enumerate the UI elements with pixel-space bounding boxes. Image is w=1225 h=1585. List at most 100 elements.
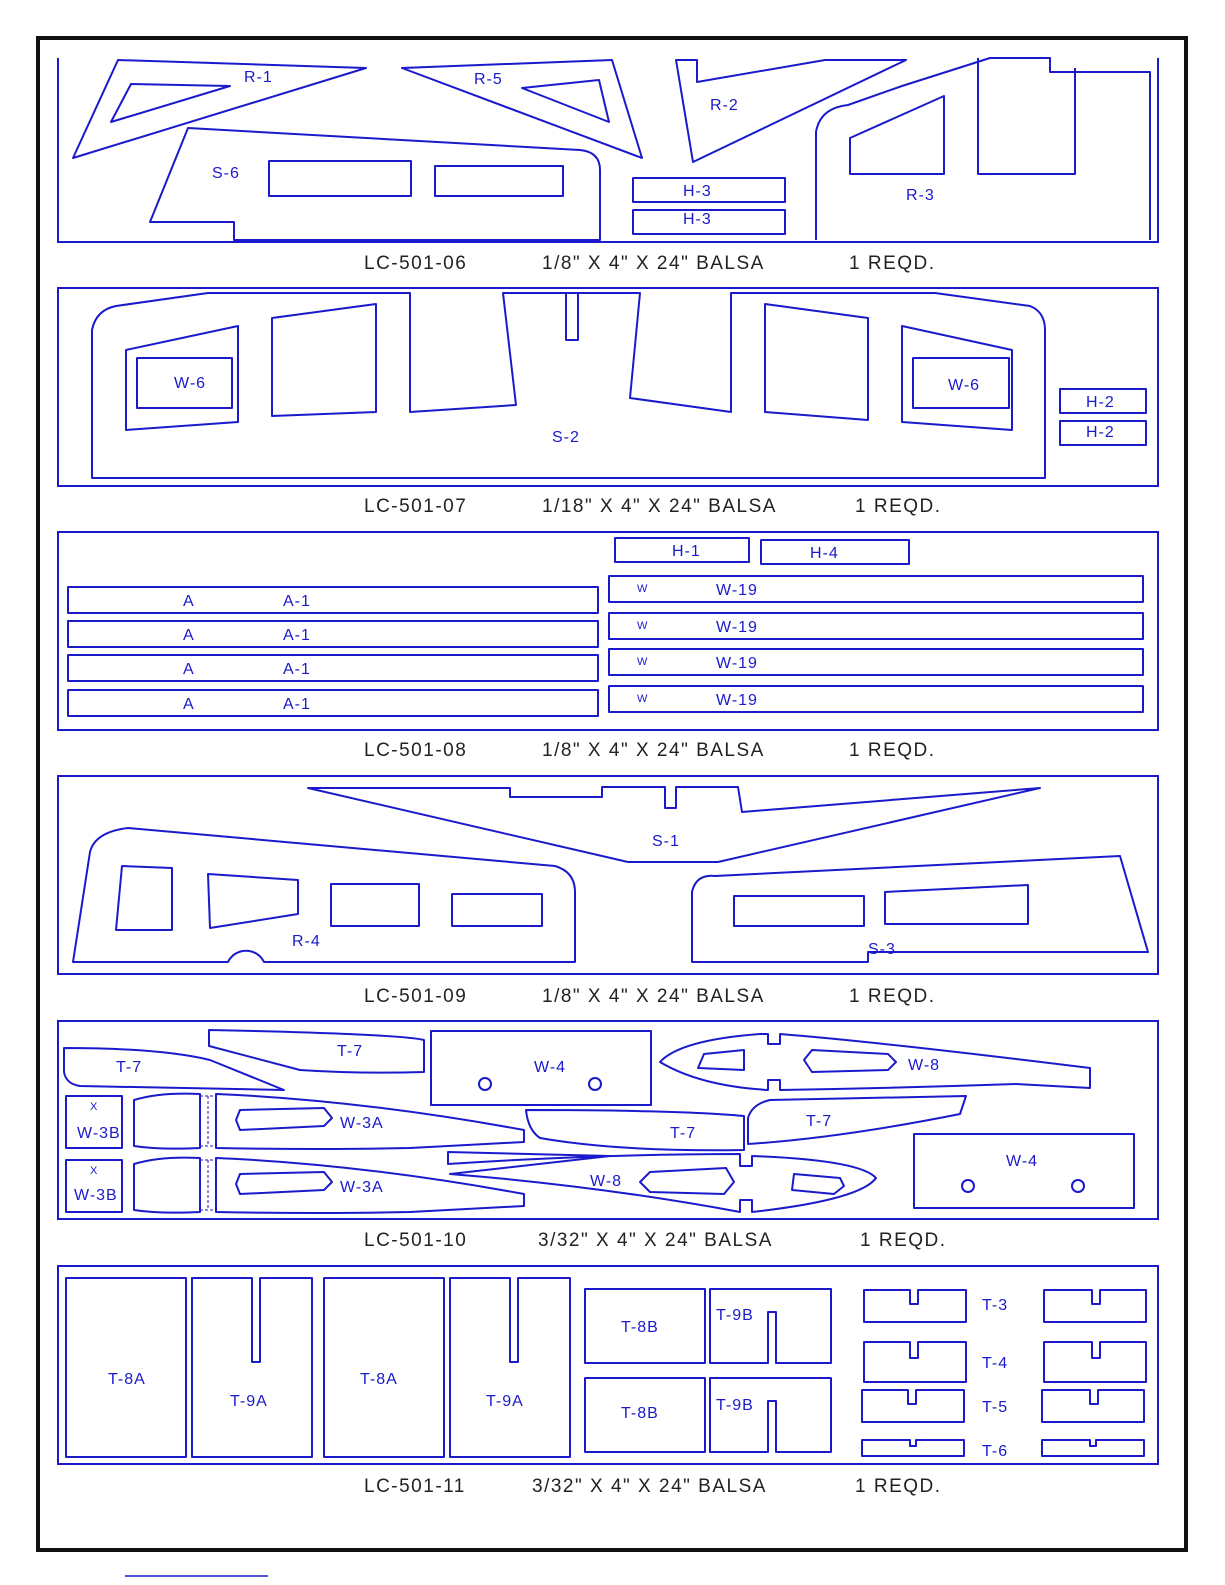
sheet-quantity: 1 REQD. (849, 740, 936, 761)
part-t9a-a (191, 1277, 313, 1458)
part-r5-outer (401, 59, 643, 159)
part-t8b-b-label: T-8B (621, 1405, 659, 1422)
part-w8-a-label: W-8 (908, 1057, 940, 1074)
sheet-lc-501-10: T-7 T-7 T-7 T-7 W-4 W-4 W-8 W-8 X W-3B X… (57, 1020, 1159, 1251)
sheet-material: 3/32" X 4" X 24" BALSA (538, 1230, 773, 1251)
sheet-material: 1/18" X 4" X 24" BALSA (542, 496, 777, 517)
part-t5-label: T-5 (982, 1399, 1008, 1416)
strip-a-1 (67, 586, 599, 614)
strip-a-label: A (183, 593, 195, 610)
part-w8-a-cutout-2 (803, 1049, 897, 1073)
strip-w19-4 (608, 685, 1144, 713)
sheet-quantity: 1 REQD. (855, 496, 942, 517)
part-w4-a-label: W-4 (534, 1059, 566, 1076)
part-t4-b (1043, 1341, 1147, 1383)
part-s3-cutout-2 (884, 884, 1029, 925)
part-r3 (815, 57, 1151, 240)
part-w3b-a-mark: X (90, 1101, 98, 1113)
strip-w-label: W (637, 693, 648, 705)
sheet-lc-501-06: R-1 R-5 S-6 R-2 H-3 H-3 R-3 LC-501-06 1/… (57, 57, 1159, 274)
sheet-code: LC-501-11 (364, 1476, 466, 1497)
sheet-outline (57, 775, 1159, 975)
strip-w19-label: W-19 (716, 692, 758, 709)
part-t6-b (1041, 1439, 1145, 1457)
part-w3b-b-label: W-3B (74, 1187, 118, 1204)
part-w8-b-cutout-1 (639, 1167, 735, 1195)
strip-a1-label: A-1 (283, 696, 311, 713)
part-w8-a-cutout-1 (697, 1049, 745, 1071)
part-s2 (91, 292, 1046, 479)
part-w3a-b (215, 1157, 525, 1214)
part-w3b-b (65, 1159, 123, 1213)
sheet-outline (57, 1020, 1159, 1220)
part-h3-a-label: H-3 (683, 183, 712, 200)
part-t3-a (863, 1289, 967, 1323)
sheet-lc-501-08: H-1 H-4 A A-1 A A-1 A A-1 A A-1 W W-19 W… (57, 531, 1159, 761)
part-t8b-a-label: T-8B (621, 1319, 659, 1336)
part-w8-a (659, 1033, 1091, 1091)
part-h3-b (632, 209, 786, 235)
part-s3-label: S-3 (868, 941, 896, 958)
strip-a1-label: A-1 (283, 627, 311, 644)
part-t6-a (861, 1439, 965, 1457)
part-t5-a (861, 1389, 965, 1423)
sheet-code: LC-501-09 (364, 986, 467, 1007)
part-r5-inner (521, 79, 610, 123)
part-s3 (691, 855, 1149, 963)
part-s1-label: S-1 (652, 833, 680, 850)
strip-w-label: W (637, 620, 648, 632)
part-t9b-a (709, 1288, 832, 1364)
strip-w19-label: W-19 (716, 655, 758, 672)
sheet-outline (57, 287, 1159, 487)
strip-w19-3 (608, 648, 1144, 676)
part-h4-label: H-4 (810, 545, 839, 562)
part-h2-b-label: H-2 (1086, 424, 1115, 441)
part-s6-cutout-2 (434, 165, 564, 197)
part-t3-b (1043, 1289, 1147, 1323)
sheet-code: LC-501-08 (364, 740, 467, 761)
part-w3a-b-hinge (200, 1159, 216, 1211)
strip-a-label: A (183, 661, 195, 678)
part-w6-left (136, 357, 233, 409)
part-w4-b-hole-2 (1071, 1179, 1085, 1193)
part-h1 (614, 537, 750, 563)
part-r4 (72, 827, 576, 963)
sheet-lc-501-07: W-6 W-6 S-2 H-2 H-2 LC-501-07 1/18" X 4"… (57, 287, 1159, 517)
part-h2-a (1059, 388, 1147, 414)
sheet-quantity: 1 REQD. (860, 1230, 947, 1251)
part-h4 (760, 539, 910, 565)
part-r4-cutout-1 (115, 865, 173, 931)
sheet-material: 1/8" X 4" X 24" BALSA (542, 740, 765, 761)
sheet-outline (57, 58, 1159, 243)
sheet-code: LC-501-07 (364, 496, 467, 517)
part-r5-label: R-5 (474, 71, 503, 88)
sheet-quantity: 1 REQD. (855, 1476, 942, 1497)
part-w3a-a-root (133, 1092, 201, 1150)
strip-a-2 (67, 620, 599, 648)
part-s3-cutout-1 (733, 895, 865, 927)
part-w6-left-label: W-6 (174, 375, 206, 392)
part-r2-label: R-2 (710, 97, 739, 114)
part-t9a-a-label: T-9A (230, 1393, 268, 1410)
sheet-code: LC-501-10 (364, 1230, 467, 1251)
part-t7-b-label: T-7 (337, 1043, 363, 1060)
part-t8a-b (323, 1277, 445, 1458)
part-t8a-b-label: T-8A (360, 1371, 398, 1388)
sheet-lc-501-11: T-8A T-9A T-8A T-9A T-8B T-8B T-9B T-9B … (57, 1265, 1159, 1497)
strip-a-label: A (183, 627, 195, 644)
part-t8a-a-label: T-8A (108, 1371, 146, 1388)
part-s6-label: S-6 (212, 165, 240, 182)
part-h2-a-label: H-2 (1086, 394, 1115, 411)
part-t8a-a (65, 1277, 187, 1458)
sheet-code: LC-501-06 (364, 253, 467, 274)
sheet-quantity: 1 REQD. (849, 253, 936, 274)
part-w8-b (447, 1151, 877, 1213)
part-t7-a (63, 1047, 285, 1091)
part-r1-outer (72, 59, 367, 159)
strip-a-4 (67, 689, 599, 717)
part-r4-cutout-4 (451, 893, 543, 927)
part-r1-inner (110, 83, 231, 123)
part-w4-a-hole-1 (478, 1077, 492, 1091)
part-w3a-b-cutout (235, 1171, 333, 1195)
